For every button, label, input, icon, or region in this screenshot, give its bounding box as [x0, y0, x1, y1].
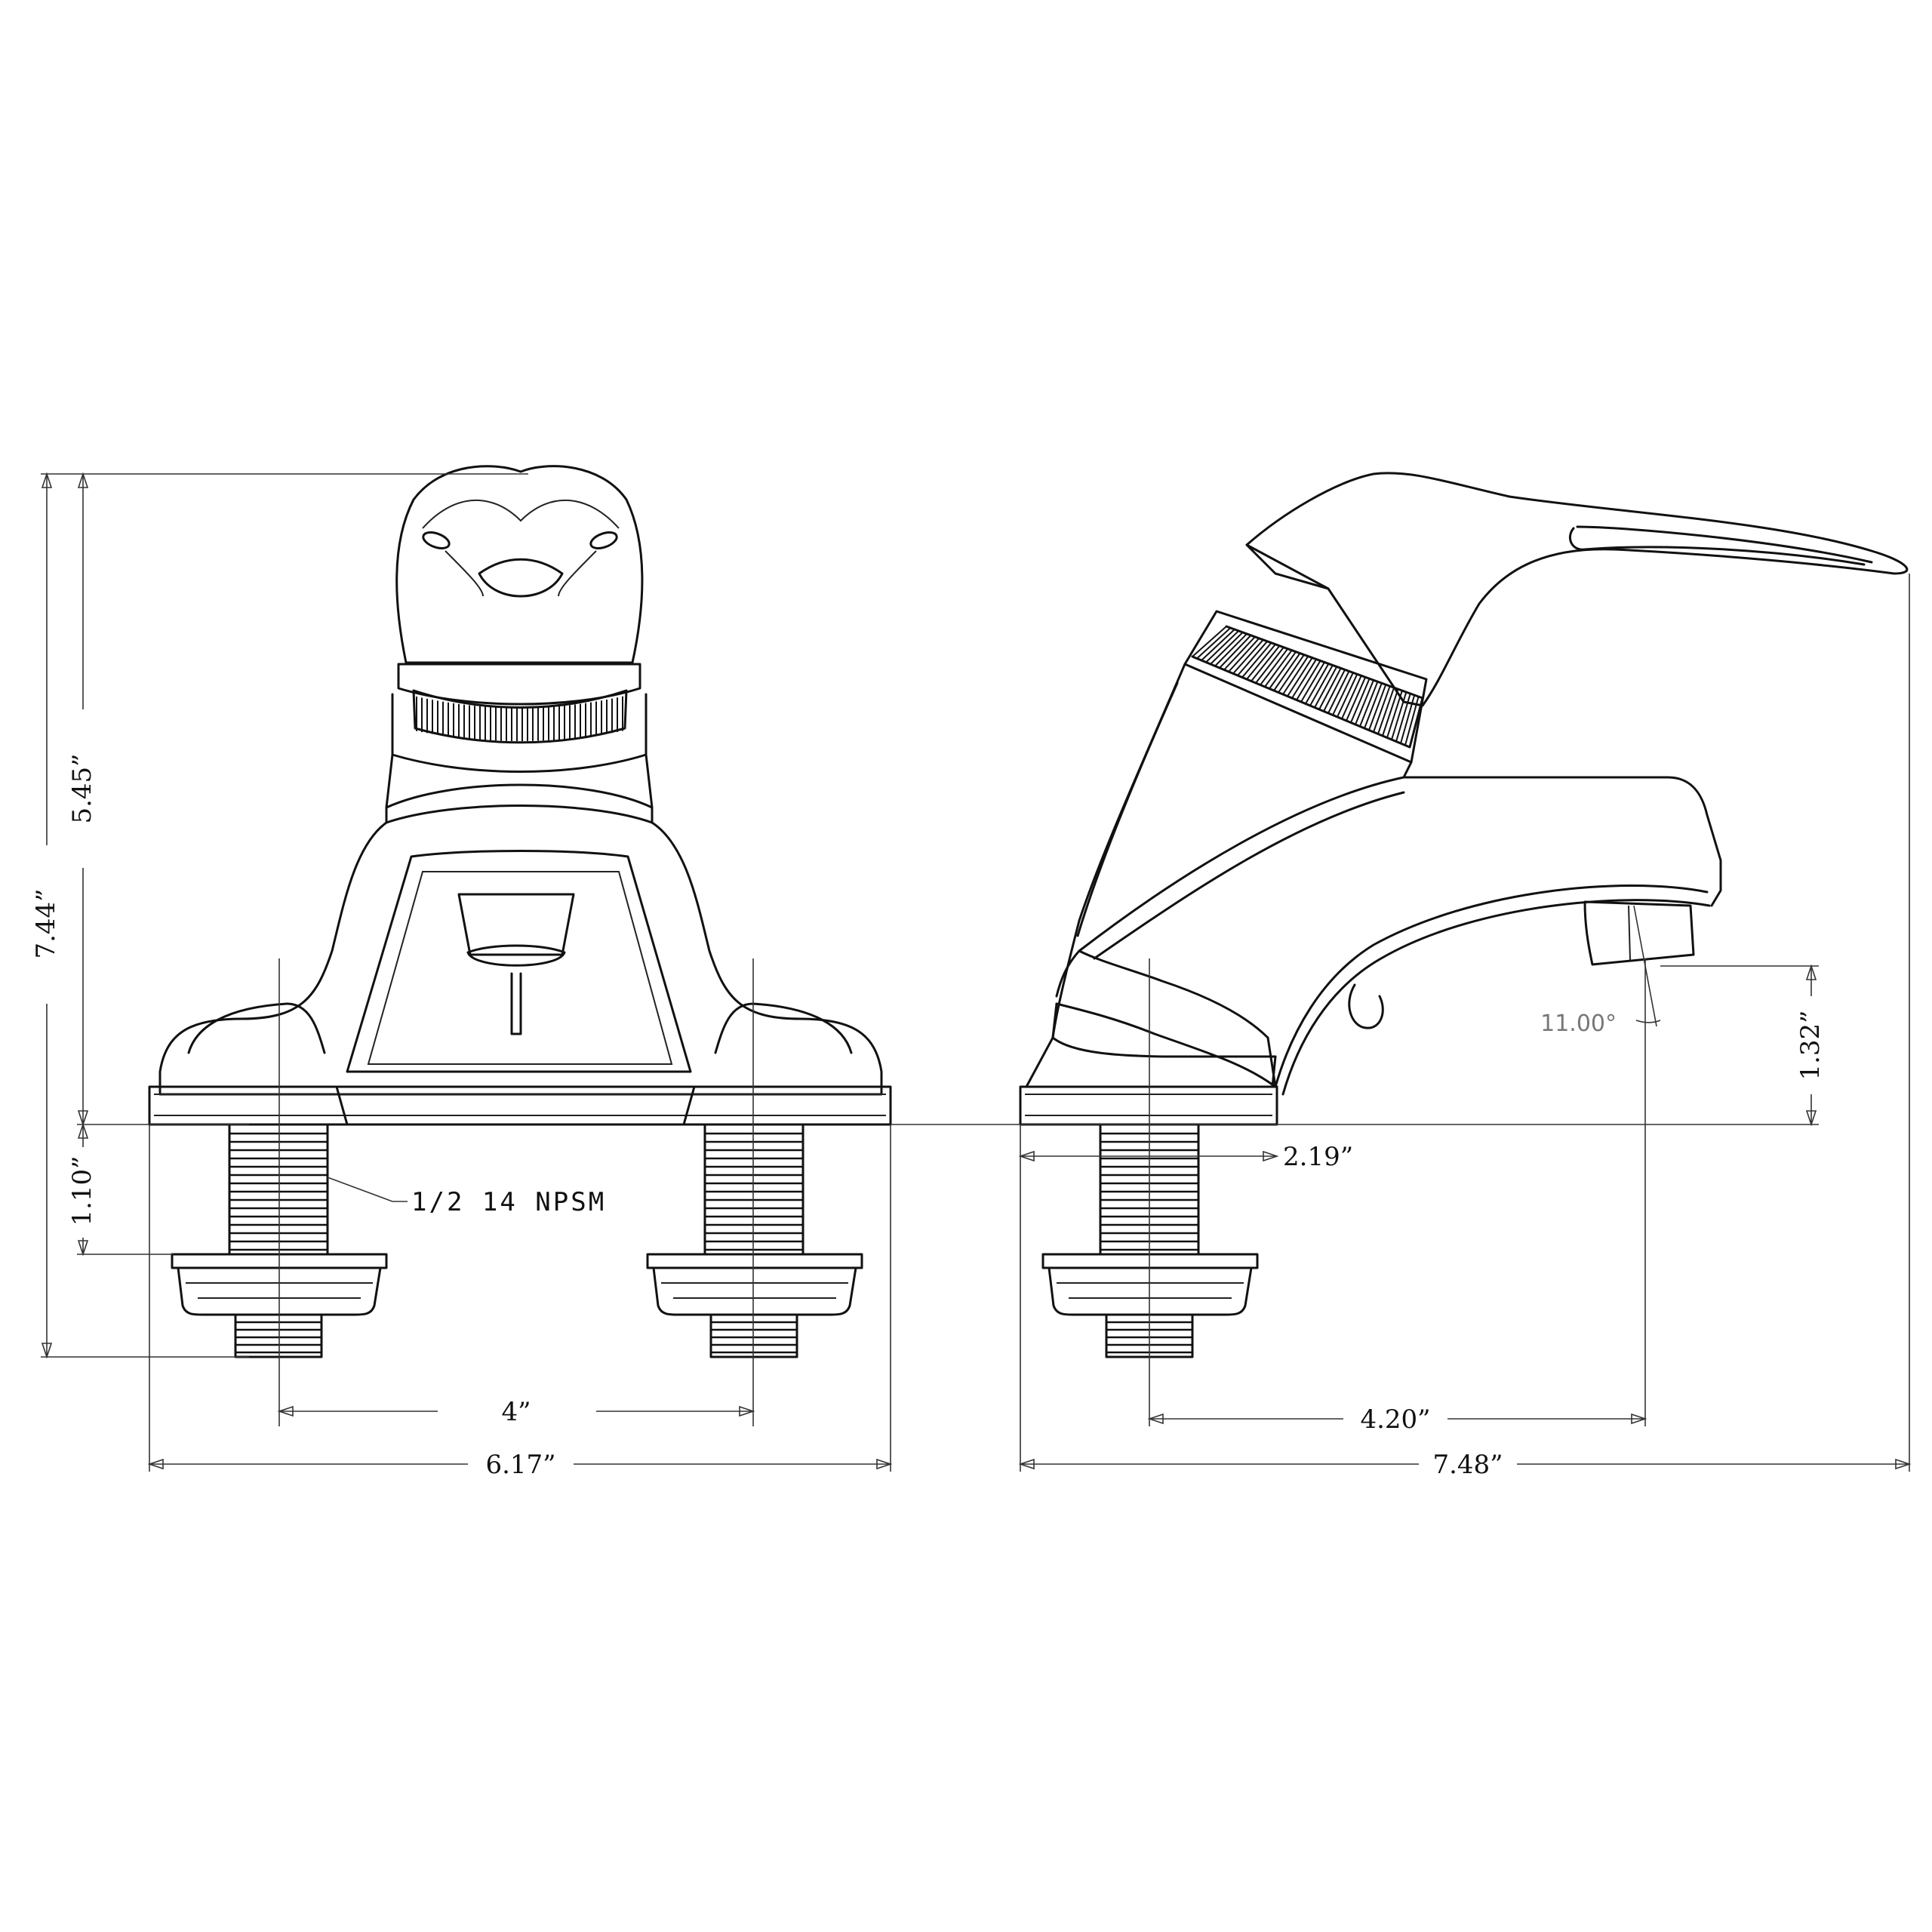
side-depth-label: 7.48”	[1432, 1450, 1503, 1480]
front-shank-dimension: 1.10”	[67, 1122, 174, 1257]
side-depth-dimension: 7.48”	[1018, 574, 1912, 1480]
front-body	[158, 783, 883, 1096]
knurl-line	[1219, 635, 1252, 669]
front-body-height-dimension: 5.45”	[67, 472, 249, 1127]
side-body	[1051, 663, 1722, 1096]
knurl-line	[1377, 687, 1395, 734]
side-reach-dimension: 4.20”	[1147, 1404, 1647, 1435]
knurl-line	[1214, 633, 1247, 667]
front-left-shank	[171, 1123, 388, 1358]
knurl-line	[1300, 661, 1325, 703]
knurl-line	[1232, 639, 1264, 675]
front-handle	[395, 465, 644, 664]
front-view: 4” 6.17” 7.44” 5.45”	[31, 465, 893, 1480]
knurl-line	[1368, 684, 1387, 731]
knurl-line	[1291, 659, 1318, 699]
front-shank-label: 1.10”	[67, 1155, 97, 1226]
knurl-line	[1404, 696, 1420, 746]
knurl-line	[1332, 672, 1354, 715]
knurl-line	[1264, 650, 1293, 688]
side-offset-dimension: 2.19”	[1018, 1142, 1353, 1172]
knurl-line	[1201, 629, 1235, 661]
knurl-line	[1337, 673, 1358, 718]
knurl-line	[1205, 630, 1239, 663]
knurl-line	[1296, 660, 1321, 701]
knurl-line	[1255, 647, 1284, 684]
knurl-line	[1409, 697, 1423, 748]
side-reach-label: 4.20”	[1360, 1404, 1430, 1435]
thread-note-label: 1/2 14 NPSM	[411, 1187, 606, 1217]
knurl-line	[1278, 654, 1305, 694]
knurl-line	[1287, 657, 1313, 697]
knurl-line	[1327, 670, 1350, 714]
knurl-line	[1395, 693, 1411, 742]
knurl-line	[1382, 688, 1399, 737]
knurl-line	[1273, 653, 1301, 691]
thread-note: 1/2 14 NPSM	[327, 1177, 606, 1217]
knurl-line	[1314, 666, 1338, 708]
knurl-line	[1192, 626, 1227, 657]
knurl-line	[1196, 627, 1232, 660]
side-base-plate	[1019, 1036, 1278, 1126]
front-knurled-ring	[385, 663, 654, 809]
knurl-line	[1223, 636, 1256, 671]
knurl-line	[1309, 664, 1334, 706]
front-right-shank	[646, 1123, 863, 1358]
knurl-line	[1391, 691, 1407, 740]
knurl-line	[1282, 656, 1309, 695]
knurl-line	[1210, 632, 1244, 665]
knurl-line	[1246, 644, 1276, 680]
knurl-line	[1305, 663, 1330, 704]
knurl-line	[1346, 676, 1367, 721]
front-spacing-dimension: 4”	[277, 1397, 755, 1427]
front-width-label: 6.17”	[485, 1450, 555, 1480]
knurl-line	[1228, 638, 1260, 672]
side-knurled-ring	[1183, 610, 1428, 764]
front-body-height-label: 5.45”	[67, 753, 97, 823]
side-offset-label: 2.19”	[1283, 1142, 1353, 1172]
knurl-line	[1355, 679, 1374, 725]
side-spout-angle-label: 11.00°	[1540, 1011, 1617, 1037]
knurl-line	[1237, 641, 1268, 676]
knurl-line	[1323, 669, 1346, 712]
front-width-dimension: 6.17”	[147, 1124, 893, 1480]
knurl-line	[1341, 675, 1362, 719]
side-lever-handle	[1245, 472, 1909, 707]
side-shank	[1041, 1123, 1259, 1358]
side-spout-height-label: 1.32”	[1795, 1010, 1826, 1080]
side-view: 7.48” 4.20” 2.19” 1.32” 11.00°	[891, 472, 1912, 1480]
knurl-line	[1373, 685, 1391, 733]
knurl-line	[1350, 678, 1371, 723]
knurl-line	[1318, 667, 1342, 710]
knurl-line	[1364, 682, 1383, 729]
knurl-line	[1359, 681, 1379, 727]
knurl-line	[1386, 690, 1403, 738]
front-spacing-label: 4”	[501, 1397, 531, 1427]
knurl-line	[1241, 642, 1272, 678]
side-spout-height-dimension: 1.32”	[891, 964, 1826, 1127]
knurl-line	[1400, 694, 1416, 744]
side-spout-angle: 11.00°	[1540, 905, 1661, 1037]
knurl-line	[1251, 645, 1281, 682]
front-total-height-label: 7.44”	[31, 888, 61, 958]
front-total-height-dimension: 7.44”	[31, 472, 528, 1359]
knurl-line	[1269, 651, 1297, 690]
knurl-line	[1260, 648, 1289, 686]
front-base-plate	[148, 1085, 892, 1126]
